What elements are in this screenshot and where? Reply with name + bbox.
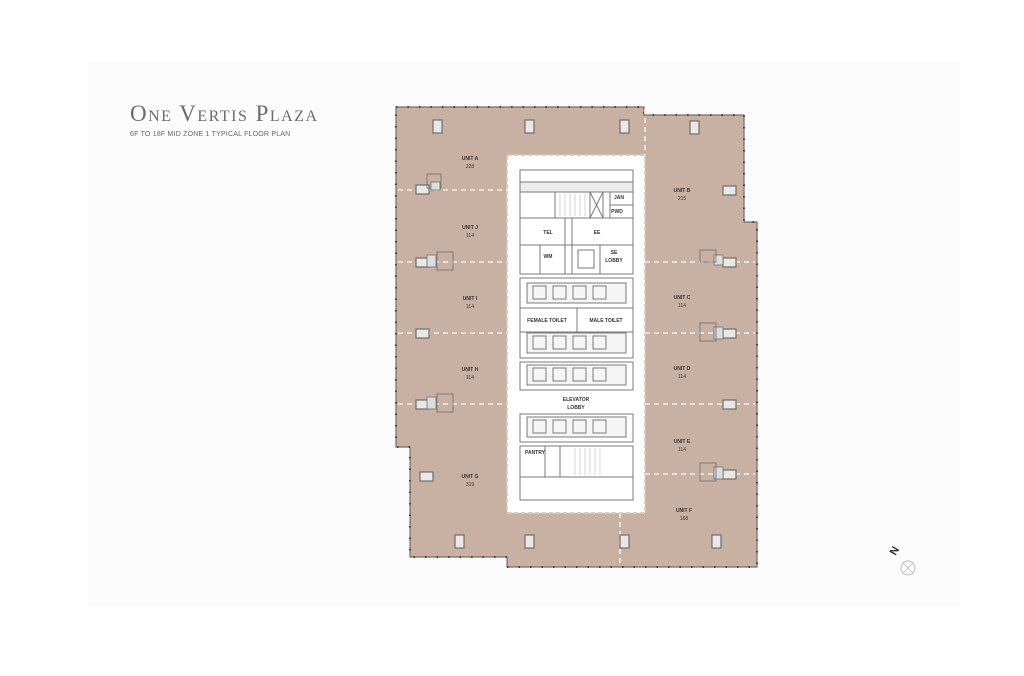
page-subtitle: 6F TO 18F MID ZONE 1 TYPICAL FLOOR PLAN [130,131,291,138]
column [454,534,465,549]
north-arrow-icon: N [872,540,928,584]
column [415,328,430,339]
room-wm: WM [543,254,553,260]
svg-text:N: N [888,545,902,558]
column [524,119,535,134]
column [524,534,535,549]
column [619,119,630,134]
page-title: One Vertis Plaza [130,101,319,126]
column [722,328,737,339]
room-jan: JAN [613,195,625,201]
room-female-toilet: FEMALE TOILET [527,318,567,324]
room-male-toilet: MALE TOILET [589,318,623,324]
column [722,469,737,480]
room-tel: TEL [543,230,553,236]
room-pwd: PWD [611,209,623,215]
column [432,119,443,134]
column [415,184,430,195]
column [722,185,737,196]
column [722,399,737,410]
room-ee: EE [593,230,601,236]
column [419,471,434,482]
column [689,120,700,135]
column [722,257,737,268]
column [711,534,722,549]
room-pantry: PANTRY [525,450,545,456]
column [619,534,630,549]
